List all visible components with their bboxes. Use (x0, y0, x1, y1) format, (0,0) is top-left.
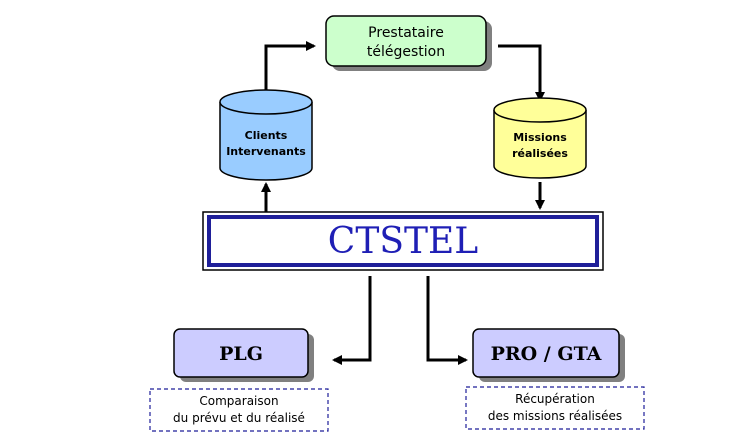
node-box (173, 328, 309, 378)
cylinder-body (219, 102, 313, 181)
arrow-prestataire-to-missions (498, 44, 545, 102)
node-label-line2: télégestion (367, 44, 445, 60)
note-box (149, 388, 329, 432)
arrow-ctstel-to-pro-gta (426, 276, 468, 365)
node-label-line1: Missions (513, 131, 567, 144)
node-label-line2: Intervenants (226, 145, 306, 158)
cylinder-body (493, 110, 587, 179)
node-box (325, 15, 487, 67)
node-prestataire: Prestataire télégestion (325, 15, 492, 71)
node-clients-cylinder: Clients Intervenants (219, 89, 313, 181)
note-line2: du prévu et du réalisé (173, 411, 305, 425)
node-box (472, 328, 620, 378)
arrow-clients-to-prestataire (264, 41, 316, 92)
connectors (261, 41, 545, 365)
node-label-line1: Prestataire (368, 25, 444, 41)
node-pro-gta: PRO / GTA (472, 328, 625, 382)
cylinder-top (493, 97, 587, 123)
node-plg: PLG (173, 328, 314, 382)
node-ctstel: CTSTEL (202, 211, 604, 271)
arrow-ctstel-to-plg (332, 276, 372, 365)
note-line1: Comparaison (199, 394, 278, 408)
node-label-line1: Clients (245, 129, 288, 142)
note-line2: des missions réalisées (488, 409, 622, 423)
note-box (465, 386, 645, 430)
node-label-line2: réalisées (512, 147, 568, 160)
node-missions-cylinder: Missions réalisées (493, 97, 587, 179)
ctstel-inner-frame (207, 215, 599, 267)
ctstel-title: CTSTEL (328, 221, 479, 262)
note-line1: Récupération (515, 392, 595, 406)
node-label: PLG (219, 343, 263, 365)
node-label: PRO / GTA (491, 343, 602, 365)
note-plg: Comparaison du prévu et du réalisé (149, 388, 329, 432)
cylinder-top (219, 89, 313, 115)
note-pro-gta: Récupération des missions réalisées (465, 386, 645, 430)
